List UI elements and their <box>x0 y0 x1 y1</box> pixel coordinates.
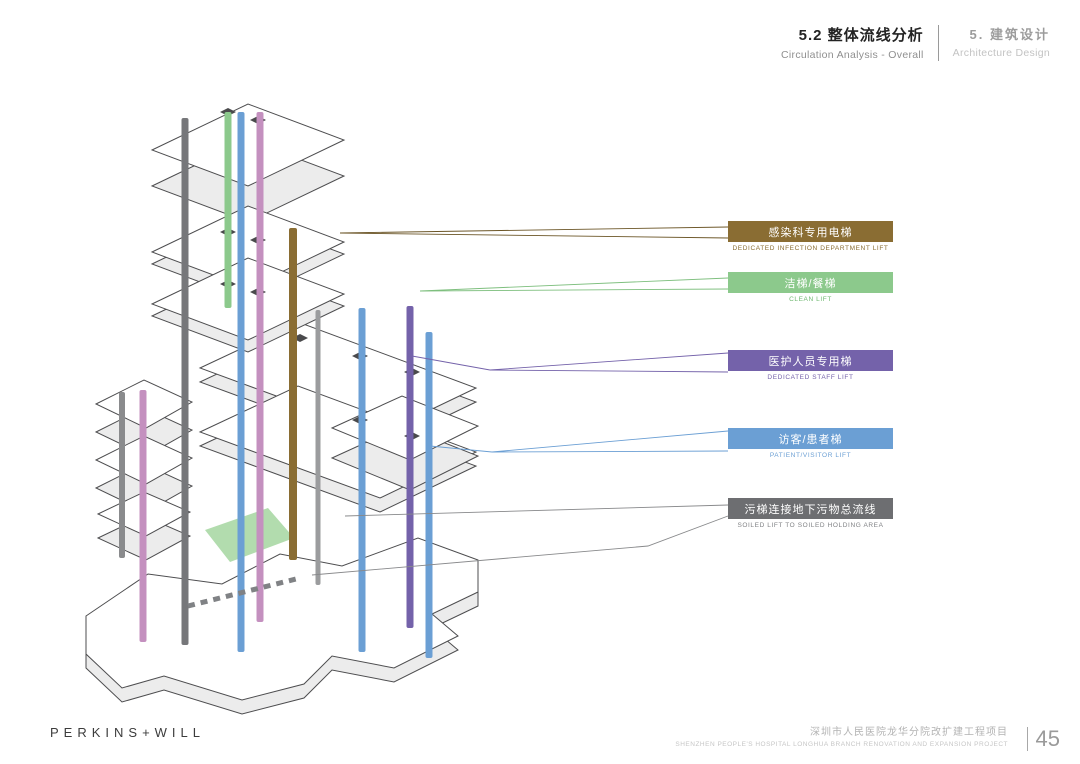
leader-infection-lift <box>339 226 729 239</box>
page-number-block: 45 <box>1026 726 1060 752</box>
leader-clean-lift <box>419 277 729 292</box>
ground-plate <box>85 537 479 715</box>
tower-slabs <box>150 103 346 353</box>
section-title-zh: 5.2 整体流线分析 <box>798 27 924 44</box>
right-mid-volume <box>330 395 480 491</box>
slide-header: 5.2 整体流线分析 Circulation Analysis - Overal… <box>781 24 1050 61</box>
page-number-divider <box>1026 727 1028 751</box>
legend-bar-infection: 感染科专用电梯 <box>728 221 893 242</box>
page-number: 45 <box>1035 726 1060 751</box>
soiled-lift-shaft <box>181 118 189 645</box>
leader-lines <box>311 226 729 576</box>
legend-bar-clean: 洁梯/餐梯 <box>728 272 893 293</box>
legend-label-zh: 感染科专用电梯 <box>768 226 853 239</box>
chapter-title-zh: 5. 建筑设计 <box>969 27 1050 42</box>
clean-route-patch <box>205 508 294 562</box>
legend-label-en: CLEAN LIFT <box>789 296 832 303</box>
leader-soiled-lift <box>311 504 729 576</box>
staff-lift-shaft-pink-2 <box>139 390 147 642</box>
project-title-block: 深圳市人民医院龙华分院改扩建工程项目 SHENZHEN PEOPLE'S HOS… <box>675 723 1008 748</box>
legend-item-infection-lift: 感染科专用电梯 DEDICATED INFECTION DEPARTMENT L… <box>728 221 893 252</box>
legend-label-zh: 访客/患者梯 <box>778 433 843 446</box>
chapter-title-block: 5. 建筑设计 Architecture Design <box>953 24 1050 59</box>
section-title-en: Circulation Analysis - Overall <box>781 49 924 61</box>
legend-item-visitor-lift: 访客/患者梯 PATIENT/VISITOR LIFT <box>728 428 893 459</box>
header-divider <box>937 25 939 61</box>
legend-bar-soiled: 污梯连接地下污物总流线 <box>728 498 893 519</box>
project-name-en: SHENZHEN PEOPLE'S HOSPITAL LONGHUA BRANC… <box>675 741 1008 748</box>
visitor-lift-shaft-3 <box>425 332 433 658</box>
legend-label-en: DEDICATED INFECTION DEPARTMENT LIFT <box>732 245 889 252</box>
clean-lift-shaft <box>224 112 232 308</box>
legend-bar-visitor: 访客/患者梯 <box>728 428 893 449</box>
section-title-block: 5.2 整体流线分析 Circulation Analysis - Overal… <box>781 24 924 61</box>
legend-label-zh: 洁梯/餐梯 <box>784 277 837 290</box>
infection-lift-shaft <box>289 228 297 560</box>
annex-shaft-gray <box>119 392 125 558</box>
lift-shafts <box>119 112 433 658</box>
legend-label-zh: 医护人员专用梯 <box>768 355 853 368</box>
legend-item-clean-lift: 洁梯/餐梯 CLEAN LIFT <box>728 272 893 303</box>
visitor-lift-shaft-1 <box>237 112 245 652</box>
staff-lift-shaft-pink-1 <box>256 112 264 622</box>
chapter-title-en: Architecture Design <box>952 47 1050 59</box>
legend-item-staff-lift: 医护人员专用梯 DEDICATED STAFF LIFT <box>728 350 893 381</box>
legend-bar-staff: 医护人员专用梯 <box>728 350 893 371</box>
visitor-lift-shaft-2 <box>358 308 366 652</box>
staff-lift-shaft-purple <box>406 306 414 628</box>
perkins-will-logo: PERKINS+WILL <box>50 725 206 740</box>
legend-label-zh: 污梯连接地下污物总流线 <box>744 503 877 516</box>
legend-label-en: SOILED LIFT TO SOILED HOLDING AREA <box>737 522 884 529</box>
legend-item-soiled-lift: 污梯连接地下污物总流线 SOILED LIFT TO SOILED HOLDIN… <box>728 498 893 529</box>
legend-label-en: DEDICATED STAFF LIFT <box>767 374 854 381</box>
service-shaft-gray <box>315 310 321 585</box>
leader-staff-lift <box>411 352 729 373</box>
basement-soiled-route-dashed <box>187 575 301 609</box>
project-name-zh: 深圳市人民医院龙华分院改扩建工程项目 <box>810 727 1008 738</box>
legend-label-en: PATIENT/VISITOR LIFT <box>769 452 852 459</box>
leader-visitor-lift <box>429 430 729 453</box>
